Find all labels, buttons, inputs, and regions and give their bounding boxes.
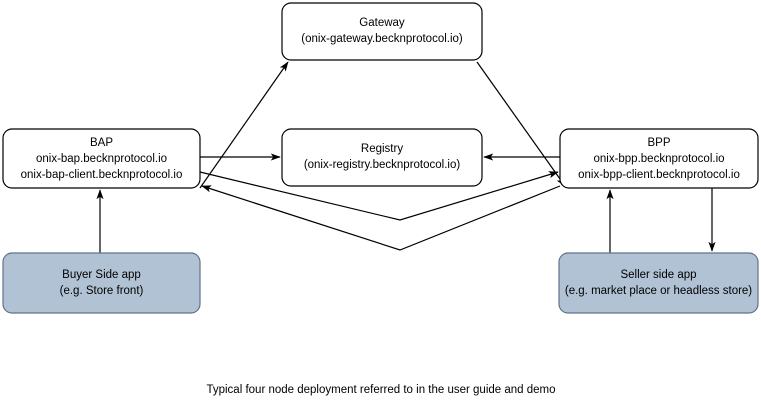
node-bpp-label-1: onix-bpp.becknprotocol.io [593,153,724,165]
node-buyer-app-label-1: (e.g. Store front) [60,285,144,297]
node-seller-app[interactable]: Seller side app (e.g. market place or he… [558,252,759,314]
node-buyer-app-label-0: Buyer Side app [62,269,141,281]
node-bpp-label-0: BPP [647,137,670,149]
edge-gateway-to-bpp [476,61,566,187]
node-bpp[interactable]: BPP onix-bpp.becknprotocol.io onix-bpp-c… [559,128,759,189]
node-registry-box[interactable] [281,128,483,187]
node-gateway-label-0: Gateway [359,17,405,29]
node-seller-app-label-0: Seller side app [620,269,696,281]
node-gateway-box[interactable] [281,2,483,61]
node-gateway-label-1: (onix-gateway.becknprotocol.io) [301,33,463,45]
node-buyer-app-box[interactable] [2,252,201,314]
node-bap-label-2: onix-bap-client.becknprotocol.io [21,169,183,181]
node-registry-label-1: (onix-registry.becknprotocol.io) [304,159,461,171]
node-registry[interactable]: Registry (onix-registry.becknprotocol.io… [281,128,483,187]
node-bpp-label-2: onix-bpp-client.becknprotocol.io [578,169,740,181]
diagram-caption: Typical four node deployment referred to… [206,384,555,396]
node-bap-label-1: onix-bap.becknprotocol.io [36,153,167,165]
node-buyer-app[interactable]: Buyer Side app (e.g. Store front) [2,252,201,314]
edge-layer [96,61,716,253]
node-seller-app-label-1: (e.g. market place or headless store) [565,285,752,297]
edge-bap-to-bpp [199,171,559,221]
node-seller-app-box[interactable] [558,252,759,314]
node-registry-label-0: Registry [361,143,403,155]
node-bap-box[interactable] [2,128,201,189]
node-bap-label-0: BAP [90,137,113,149]
node-bpp-box[interactable] [559,128,759,189]
node-layer: Gateway (onix-gateway.becknprotocol.io) … [2,2,759,314]
edge-bpp-to-bap [201,185,561,251]
edge-bap-to-gateway [199,61,289,189]
node-bap[interactable]: BAP onix-bap.becknprotocol.io onix-bap-c… [2,128,201,189]
node-gateway[interactable]: Gateway (onix-gateway.becknprotocol.io) [281,2,483,61]
